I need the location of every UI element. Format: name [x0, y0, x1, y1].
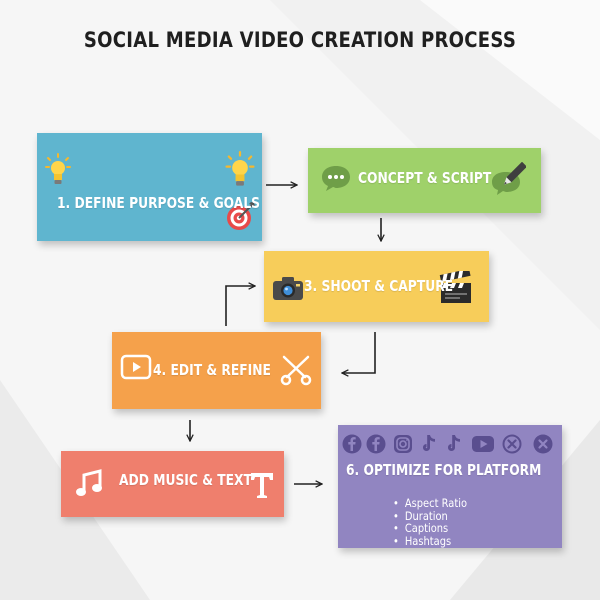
- step-4-edit-refine: 4. EDIT & REFINE: [112, 332, 321, 409]
- step-6-label: 6. OPTIMIZE FOR PLATFORM: [346, 461, 542, 479]
- step-6-bullet-list: Aspect Ratio Duration Captions Hashtags: [393, 497, 467, 547]
- bullet-aspect-ratio: Aspect Ratio: [393, 497, 467, 510]
- step-4-label: 4. EDIT & REFINE: [153, 361, 271, 379]
- pen-bubble-icon: [492, 162, 526, 195]
- step-1-define-purpose: 1. DEFINE PURPOSE & GOALS: [37, 133, 262, 241]
- tiktok-icon: [423, 435, 435, 451]
- step-1-label: 1. DEFINE PURPOSE & GOALS: [57, 194, 261, 212]
- play-icon: [120, 354, 152, 380]
- bullet-captions: Captions: [393, 522, 467, 535]
- tiktok-icon: [448, 435, 460, 451]
- facebook-icon: [366, 434, 386, 454]
- step-2-concept-script: CONCEPT & SCRIPT: [308, 148, 541, 213]
- text-t-icon: [251, 473, 273, 498]
- instagram-icon: [394, 435, 412, 453]
- clapperboard-icon: [439, 271, 471, 303]
- step-3-label: 3. SHOOT & CAPTURE: [304, 277, 454, 295]
- bullet-hashtags: Hashtags: [393, 534, 467, 548]
- arrow-4-to-3: [225, 286, 255, 326]
- speech-bubble-icon: [322, 166, 350, 191]
- step-2-label: CONCEPT & SCRIPT: [358, 169, 492, 187]
- x-icon: [533, 434, 553, 454]
- step-3-shoot-capture: 3. SHOOT & CAPTURE: [264, 251, 489, 322]
- diagram-title: SOCIAL MEDIA VIDEO CREATION PROCESS: [83, 28, 517, 52]
- lightbulb-icon: [45, 153, 71, 184]
- step-5-add-music-text: ADD MUSIC & TEXT: [61, 451, 284, 517]
- music-note-icon: [76, 469, 102, 496]
- bullet-duration: Duration: [393, 509, 467, 523]
- step-6-optimize-platform: 6. OPTIMIZE FOR PLATFORM Aspect Ratio Du…: [338, 425, 562, 548]
- camera-icon: [273, 277, 303, 300]
- facebook-icon: [342, 434, 362, 454]
- target-icon: [227, 202, 255, 230]
- youtube-icon: [472, 436, 494, 452]
- x-icon: [502, 434, 522, 454]
- arrow-3-to-4: [342, 332, 376, 373]
- step-5-label: ADD MUSIC & TEXT: [119, 471, 252, 489]
- scissors-icon: [280, 355, 312, 386]
- lightbulb-icon: [225, 151, 255, 186]
